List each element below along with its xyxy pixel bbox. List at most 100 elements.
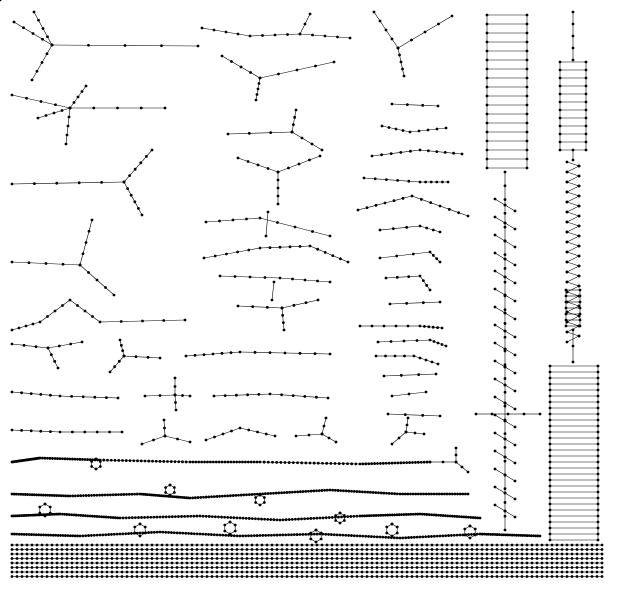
graph-node (390, 513, 394, 517)
graph-edge (408, 275, 421, 277)
graph-node (270, 561, 274, 565)
graph-node (441, 514, 445, 517)
graph-node (185, 557, 189, 560)
graph-node (577, 164, 581, 168)
graph-node (536, 534, 540, 538)
graph-node (437, 492, 441, 496)
graph-node (30, 570, 34, 574)
graph-node (405, 423, 409, 427)
graph-node (20, 557, 24, 560)
graph-node (374, 354, 378, 358)
graph-node (270, 552, 274, 556)
graph-node (350, 561, 354, 565)
graph-node (585, 552, 589, 556)
graph-edge (422, 415, 441, 417)
graph-node (255, 552, 259, 556)
graph-node (424, 358, 428, 362)
graph-node (386, 412, 390, 416)
graph-node (435, 180, 439, 184)
graph-node (94, 467, 98, 471)
graph-node (341, 533, 345, 537)
graph-node (80, 90, 84, 93)
graph-node (150, 531, 153, 534)
graph-node (548, 364, 552, 368)
graph-node (276, 194, 280, 198)
graph-node (580, 548, 584, 551)
graph-node (73, 534, 77, 538)
graph-edge (504, 240, 516, 248)
graph-node (500, 561, 504, 565)
graph-node (596, 400, 600, 404)
graph-node (437, 513, 440, 517)
graph-node (480, 557, 484, 560)
graph-node (410, 38, 413, 42)
graph-node (352, 534, 356, 538)
graph-node (519, 533, 523, 537)
graph-node (425, 552, 429, 556)
graph-node (465, 552, 469, 556)
graph-node (119, 343, 123, 347)
graph-edge (566, 315, 580, 323)
graph-node (120, 543, 124, 547)
graph-edge (566, 175, 580, 183)
graph-node (405, 561, 409, 565)
graph-node (174, 401, 177, 404)
graph-node (218, 274, 222, 278)
graph-node (200, 26, 204, 30)
graph-edge (384, 200, 395, 204)
graph-node (571, 58, 575, 62)
graph-node (410, 552, 414, 556)
graph-node (525, 13, 529, 17)
graph-node (421, 535, 425, 539)
graph-node (390, 566, 394, 569)
graph-edge (504, 474, 516, 482)
graph-node (170, 531, 173, 534)
graph-node (493, 503, 497, 507)
graph-node (122, 180, 126, 184)
graph-node (387, 491, 391, 495)
graph-edge (39, 316, 48, 323)
graph-node (170, 543, 174, 547)
graph-node (411, 492, 415, 496)
graph-edge (237, 157, 249, 162)
graph-node (389, 340, 393, 343)
graph-edge (494, 378, 506, 386)
graph-node (88, 458, 92, 462)
graph-node (50, 548, 54, 551)
graph-node (465, 566, 469, 569)
graph-node (525, 543, 529, 547)
graph-node (247, 428, 251, 432)
graph-node (381, 513, 385, 517)
graph-node (490, 543, 494, 547)
graph-node (68, 457, 72, 461)
graph-node (425, 226, 429, 230)
graph-node (571, 158, 575, 162)
graph-node (361, 534, 365, 538)
graph-node (560, 575, 564, 578)
graph-node (485, 532, 488, 536)
graph-node (10, 182, 14, 186)
graph-node (558, 140, 562, 144)
graph-node (240, 561, 244, 565)
graph-node (137, 516, 140, 519)
graph-node (100, 566, 104, 569)
graph-node (121, 459, 124, 462)
graph-node (308, 461, 312, 465)
graph-edge (504, 456, 516, 464)
graph-node (105, 548, 109, 551)
graph-node (392, 536, 396, 540)
graph-edge (212, 353, 223, 355)
graph-node (425, 557, 429, 560)
graph-node (399, 151, 403, 154)
graph-node (463, 492, 467, 496)
graph-node (10, 575, 14, 578)
graph-node (560, 543, 564, 547)
graph-node (448, 492, 452, 496)
graph-node (335, 575, 339, 578)
graph-node (575, 575, 579, 578)
graph-node (230, 543, 234, 547)
graph-node (282, 328, 286, 332)
graph-node (346, 462, 349, 466)
graph-node (580, 570, 584, 574)
graph-node (350, 548, 354, 551)
